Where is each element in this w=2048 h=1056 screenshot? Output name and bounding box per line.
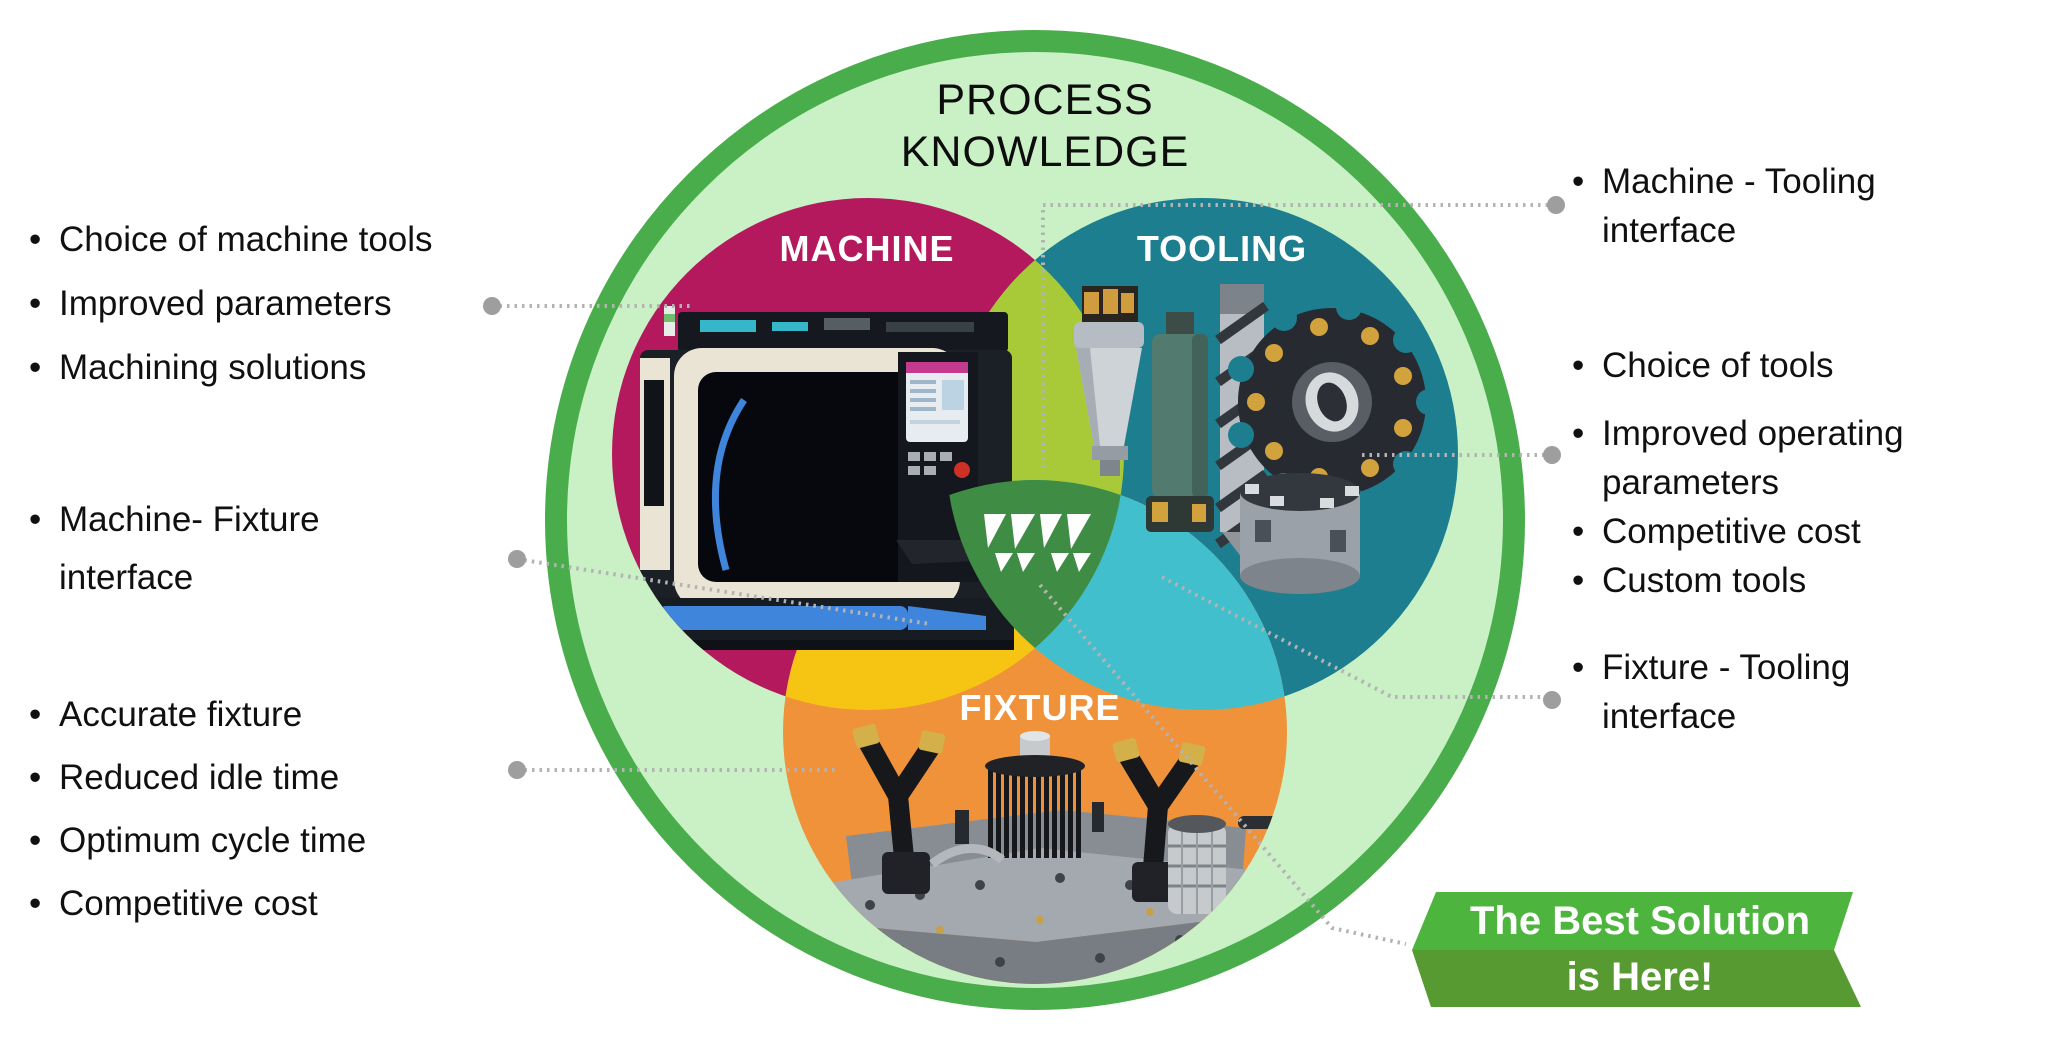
list-item-text: Machine - Tooling interface [1602, 162, 1876, 250]
leader-dot [508, 761, 526, 779]
banner-line2: is Here! [1566, 955, 1714, 999]
list-item-text: Accurate fixture [59, 695, 303, 734]
face-mill [1240, 473, 1360, 594]
clamp-left [852, 723, 946, 894]
list-item: Fixture - Tooling interface [1570, 643, 2030, 741]
list-item-text: Optimum cycle time [59, 821, 367, 860]
list-item: Machining solutions [27, 336, 507, 400]
widia-w-logo-icon [984, 514, 1091, 572]
list-item-text: Choice of tools [1602, 346, 1834, 385]
tooling-benefits-list: Choice of tools Improved operating param… [1570, 341, 2030, 605]
list-item: Custom tools [1570, 556, 2030, 605]
leader-machine-fixture [516, 557, 931, 626]
list-item-text: Choice of machine tools [59, 220, 433, 259]
list-item-text: Custom tools [1602, 561, 1807, 600]
leader-machine-tooling [1041, 203, 1548, 468]
list-item: Improved parameters [27, 272, 507, 336]
list-item: Optimum cycle time [27, 809, 507, 872]
list-item-text: Reduced idle time [59, 758, 340, 797]
leader-fixture-tooling [1161, 575, 1544, 699]
leader-banner [1038, 583, 1407, 946]
tooling-circle-label: TOOLING [1136, 228, 1308, 269]
list-item-text: Competitive cost [59, 884, 318, 923]
list-item: Reduced idle time [27, 746, 507, 809]
banner-line1: The Best Solution [1470, 899, 1810, 943]
list-item: Machine - Tooling interface [1570, 157, 2030, 255]
list-item-text: Competitive cost [1602, 512, 1861, 551]
leader-dot [1543, 446, 1561, 464]
list-item: Competitive cost [1570, 507, 2030, 556]
list-item: Improved operating parameters [1570, 409, 2030, 507]
machine-photo [634, 306, 1014, 650]
machine-circle-label: MACHINE [779, 228, 955, 269]
taper-holder [1074, 286, 1144, 476]
list-item: Machine- Fixture interface [27, 491, 507, 607]
fixture-photo [800, 723, 1287, 984]
tooling-fixture-overlap [946, 480, 1287, 710]
leader-lines [492, 203, 1548, 946]
best-solution-ribbon [1412, 892, 1861, 1007]
fixture-benefits-list: Accurate fixture Reduced idle time Optim… [27, 683, 507, 935]
list-item-text: Machining solutions [59, 348, 367, 387]
list-item-text: Machine- Fixture interface [59, 500, 320, 597]
diagram-title: PROCESS KNOWLEDGE [900, 76, 1190, 176]
leader-dot [508, 550, 526, 568]
fixture-circle-label: FIXTURE [959, 687, 1121, 728]
tooling-photo [1074, 284, 1442, 594]
leader-dot [1543, 691, 1561, 709]
list-item: Accurate fixture [27, 683, 507, 746]
fixture-tooling-interface-list: Fixture - Tooling interface [1570, 643, 2030, 741]
list-item-text: Improved operating parameters [1602, 414, 1904, 502]
machine-tooling-interface-list: Machine - Tooling interface [1570, 157, 2030, 255]
collet-cylinder [1168, 815, 1226, 914]
list-item-text: Improved parameters [59, 284, 392, 323]
list-item: Choice of tools [1570, 341, 2030, 390]
list-item-text: Fixture - Tooling interface [1602, 648, 1851, 736]
list-item: Choice of machine tools [27, 208, 507, 272]
list-item: Competitive cost [27, 872, 507, 935]
leader-dot [1547, 196, 1565, 214]
machine-fixture-interface-list: Machine- Fixture interface [27, 491, 507, 607]
machine-benefits-list: Choice of machine tools Improved paramet… [27, 208, 507, 400]
heat-sink [985, 731, 1085, 858]
endmill-holder [1146, 312, 1214, 532]
